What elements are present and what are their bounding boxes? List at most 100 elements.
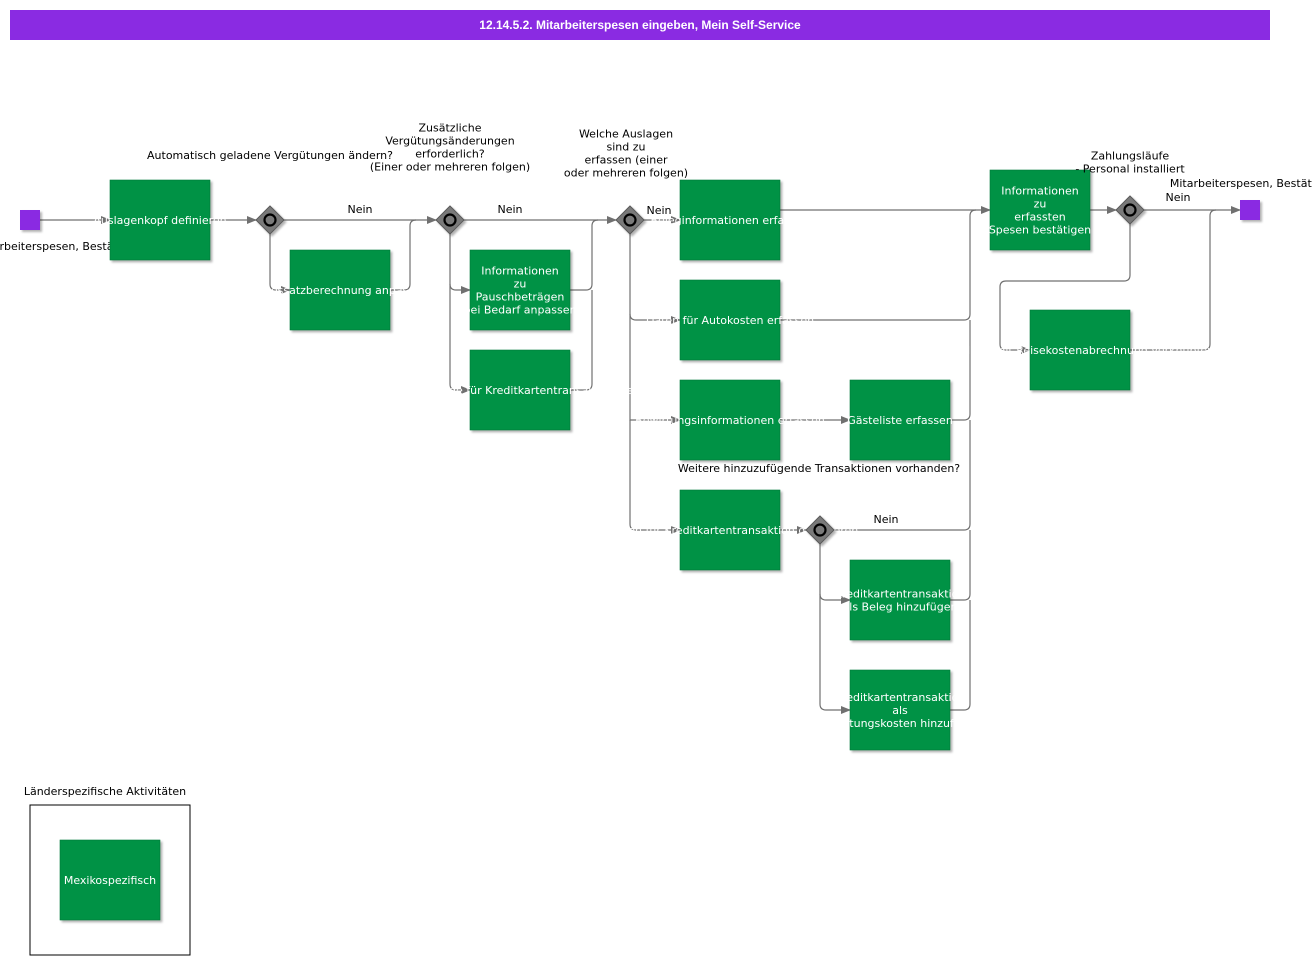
- edge-g2-pauschbetraege: [449, 234, 471, 294]
- text-line: erfassten: [1014, 211, 1065, 224]
- task-label: Bewirtungsinformationen erfassen: [635, 414, 825, 427]
- text-line: Zahlung mit Reisekostenabrechnung verknü…: [946, 344, 1214, 357]
- task-mexiko[interactable]: Mexikospezifisch: [59, 839, 161, 921]
- text-line: bei Bedarf anpassen: [464, 304, 577, 317]
- edge-kkbeleg-merge: [950, 530, 971, 601]
- text-line: - Personal installiert: [1075, 163, 1185, 176]
- edge-g4-merge: [834, 420, 971, 531]
- text-line: Automatisch geladene Vergütungen ändern?: [147, 149, 393, 162]
- task-label: Tagessatzberechnung anpassen: [251, 284, 428, 297]
- text-line: Beleginformationen erfassen: [651, 214, 810, 227]
- edge-pausch-g3: [570, 219, 599, 291]
- task-label: Daten für Autokosten erfassen: [646, 314, 814, 327]
- text-line: Daten für Autokosten erfassen: [646, 314, 814, 327]
- edge-zahlung-end: [1130, 209, 1217, 351]
- text-line: Informationen: [481, 265, 558, 278]
- edge-g4-kkbewirt: [819, 594, 851, 714]
- gateway-g1[interactable]: Automatisch geladene Vergütungen ändern?: [147, 149, 393, 235]
- edge-g2-ausgleich: [449, 284, 471, 394]
- text-line: sind zu: [607, 141, 646, 154]
- edges: [40, 206, 1241, 714]
- task-label: Zahlung mit Reisekostenabrechnung verknü…: [946, 344, 1214, 357]
- task-ausgleichsbetraege[interactable]: Ausgleichsbeträge für Kreditkartentransa…: [361, 349, 679, 431]
- edge-g5-zahlung: [999, 224, 1131, 354]
- diagram-title: 12.14.5.2. Mitarbeiterspesen eingeben, M…: [10, 10, 1270, 40]
- start-event: Mitarbeiterspesen, Bestätigt: [0, 210, 133, 253]
- text-line: Spesen für Kreditkartentransaktion gener…: [602, 524, 859, 537]
- end-event-label: Mitarbeiterspesen, Bestätigt: [1170, 177, 1312, 190]
- text-line: Spesen bestätigen: [989, 224, 1091, 237]
- text-line: Bewirtungsinformationen erfassen: [635, 414, 825, 427]
- task-gaesteliste[interactable]: Gästeliste erfassen: [847, 379, 953, 461]
- text-line: Ausgleichsbeträge für Kreditkartentransa…: [361, 384, 679, 397]
- text-line: Welche Auslagen: [579, 128, 673, 141]
- text-line: Zahlungsläufe: [1091, 150, 1170, 163]
- text-line: als Beleg hinzufügen: [843, 601, 958, 614]
- edge-kkbewirt-merge: [950, 600, 971, 711]
- text-line: Tagessatzberechnung anpassen: [251, 284, 428, 297]
- text-line: Weitere hinzuzufügende Transaktionen vor…: [678, 462, 960, 475]
- label-nein-g3: Nein: [646, 204, 671, 217]
- gateway-g4[interactable]: Weitere hinzuzufügende Transaktionen vor…: [678, 462, 960, 545]
- label-nein-g5: Nein: [1165, 191, 1190, 204]
- edge-ausgleich-g3: [570, 290, 593, 391]
- text-line: Kreditkartentransaktion: [835, 691, 966, 704]
- task-tagessatz[interactable]: Tagessatzberechnung anpassen: [251, 249, 428, 331]
- edge-g1-tagessatz: [269, 234, 291, 294]
- task-auslagenkopf[interactable]: Auslagenkopf definieren: [93, 179, 227, 261]
- edge-gaeste-merge: [950, 320, 971, 421]
- end-event: Mitarbeiterspesen, Bestätigt: [1170, 177, 1312, 220]
- gateway-g5[interactable]: Zahlungsläufe- Personal installiert: [1075, 150, 1185, 225]
- text-line: Zusätzliche: [419, 122, 482, 135]
- task-label: Beleginformationen erfassen: [651, 214, 810, 227]
- task-autokosten[interactable]: Daten für Autokosten erfassen: [646, 279, 814, 361]
- task-beleginformationen[interactable]: Beleginformationen erfassen: [651, 179, 810, 261]
- text-line: erforderlich?: [415, 148, 485, 161]
- label-nein-g1: Nein: [347, 203, 372, 216]
- text-line: Vergütungsänderungen: [385, 135, 514, 148]
- task-bewirtungsinformationen[interactable]: Bewirtungsinformationen erfassen: [635, 379, 825, 461]
- text-line: zu: [1034, 198, 1047, 211]
- task-label: Ausgleichsbeträge für Kreditkartentransa…: [361, 384, 679, 397]
- edge-labels: Nein Nein Nein Nein Nein: [347, 191, 1190, 526]
- text-line: Mitarbeiterspesen, Bestätigt: [1170, 177, 1312, 190]
- text-line: Länderspezifische Aktivitäten: [24, 785, 186, 798]
- text-line: oder mehreren folgen): [564, 167, 688, 180]
- edge-auto-merge: [780, 209, 977, 321]
- task-label: Spesen für Kreditkartentransaktion gener…: [602, 524, 859, 537]
- text-line: Kreditkartentransaktion: [835, 588, 966, 601]
- text-line: Auslagenkopf definieren: [93, 214, 226, 227]
- start-event-label: Mitarbeiterspesen, Bestätigt: [0, 240, 133, 253]
- gateway-label: Weitere hinzuzufügende Transaktionen vor…: [678, 462, 960, 475]
- text-line: Gästeliste erfassen: [847, 414, 953, 427]
- text-line: Pauschbeträgen: [476, 291, 565, 304]
- text-line: zu: [514, 278, 527, 291]
- text-line: Bewirtungskosten hinzufügen: [818, 717, 981, 730]
- text-line: Informationen: [1001, 185, 1078, 198]
- text-line: erfassen (einer: [585, 154, 668, 167]
- edge-g3-spesenkk: [629, 420, 681, 534]
- edge-tagessatz-g2: [390, 219, 417, 291]
- gateway-label: Zahlungsläufe- Personal installiert: [1075, 150, 1185, 176]
- text-line: Mitarbeiterspesen, Bestätigt: [0, 240, 133, 253]
- task-label: Auslagenkopf definieren: [93, 214, 226, 227]
- task-label: Gästeliste erfassen: [847, 414, 953, 427]
- label-nein-g4: Nein: [873, 513, 898, 526]
- task-zahlung[interactable]: Zahlung mit Reisekostenabrechnung verknü…: [946, 309, 1214, 391]
- label-nein-g2: Nein: [497, 203, 522, 216]
- task-spesen-kreditkarten[interactable]: Spesen für Kreditkartentransaktion gener…: [602, 489, 859, 571]
- text-line: als: [892, 704, 908, 717]
